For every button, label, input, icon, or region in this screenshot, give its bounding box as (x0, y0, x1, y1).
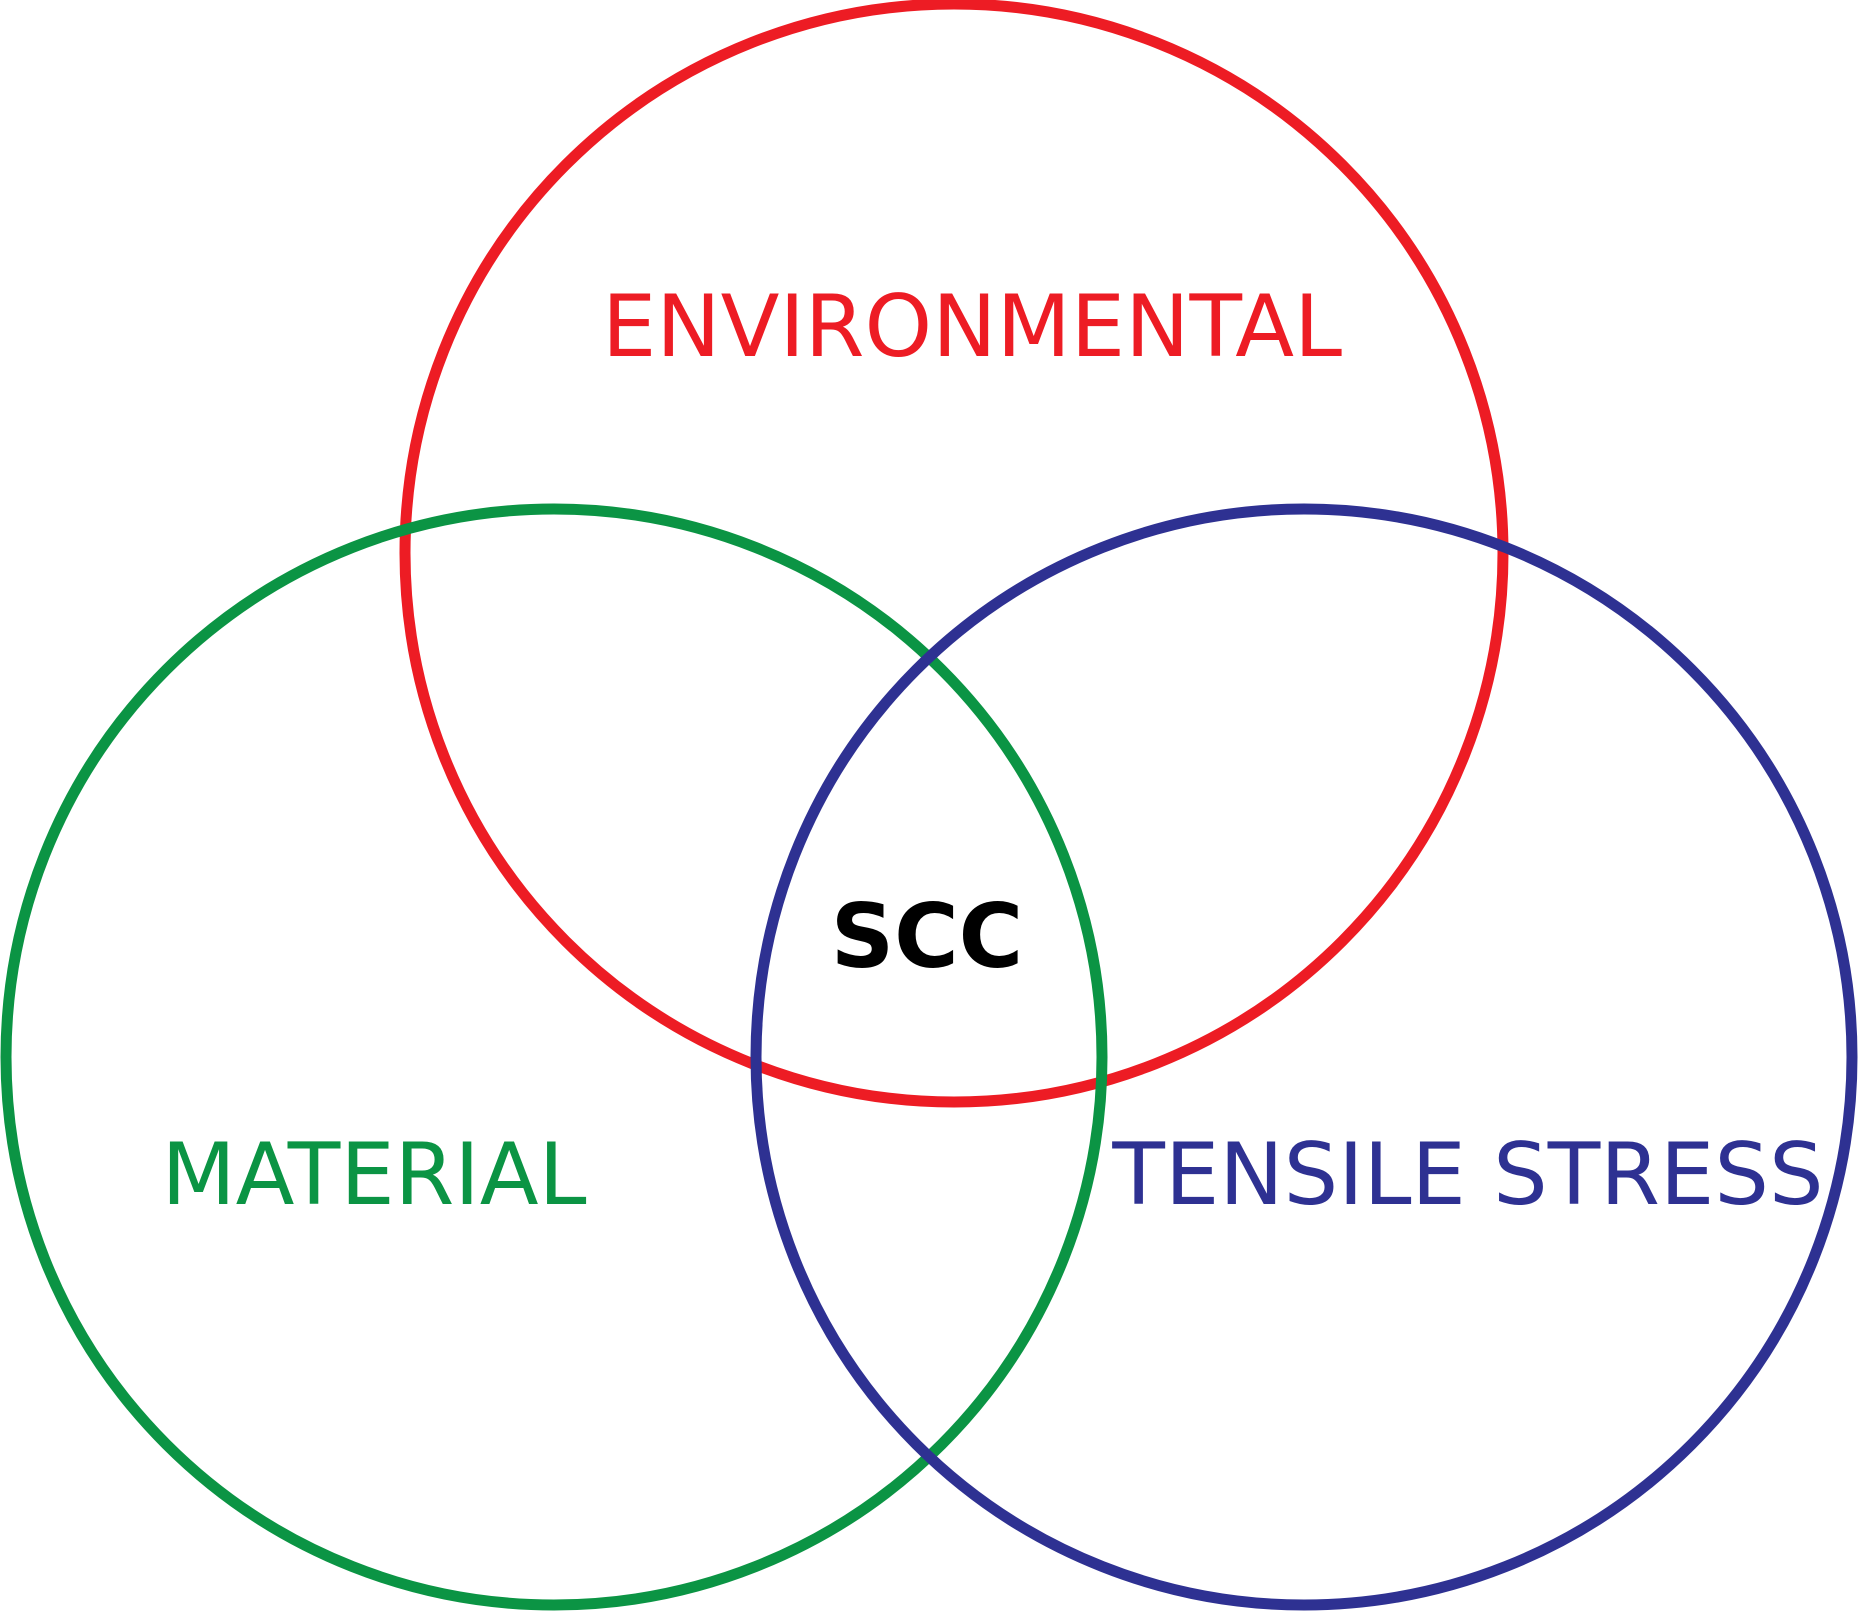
material-label: MATERIAL (161, 1125, 586, 1225)
tensile-stress-circle (750, 503, 1858, 1611)
environmental-circle (399, 0, 1509, 1108)
environmental-label: ENVIRONMENTAL (602, 277, 1342, 377)
material-circle (0, 503, 1108, 1611)
tensile-stress-label: TENSILE STRESS (1111, 1125, 1823, 1225)
scc-label: SCC (831, 885, 1024, 988)
